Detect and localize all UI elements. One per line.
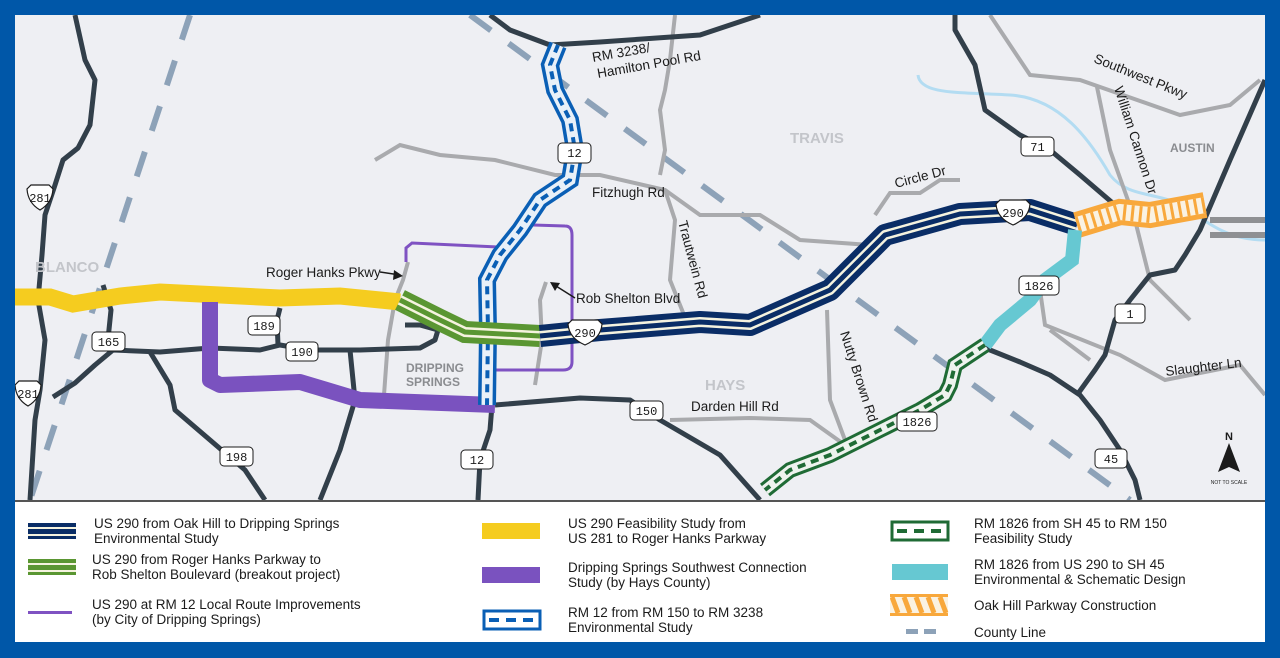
legend-item-local-route: US 290 at RM 12 Local Route Improvements… bbox=[28, 597, 361, 627]
svg-text:1: 1 bbox=[1126, 308, 1133, 322]
svg-text:1826: 1826 bbox=[1025, 280, 1054, 294]
svg-text:NOT TO SCALE: NOT TO SCALE bbox=[1211, 480, 1248, 486]
rob-shelton-arrow-icon bbox=[555, 285, 576, 299]
rm-1826-shield-north: 1826 bbox=[1018, 275, 1060, 296]
road-label-nutty-brown: Nutty Brown Rd bbox=[837, 329, 880, 424]
legend-swatch-green-dashed-box-icon bbox=[890, 520, 950, 542]
sh-45-shield: 45 bbox=[1094, 448, 1128, 469]
us-290-shield-east: 290 bbox=[995, 199, 1031, 226]
loop-1-shield: 1 bbox=[1114, 303, 1146, 324]
svg-text:N: N bbox=[1225, 431, 1233, 443]
county-label-hays: HAYS bbox=[705, 377, 745, 394]
southwest-connection-route bbox=[202, 302, 496, 413]
road-label-rob-shelton: Rob Shelton Blvd bbox=[576, 291, 680, 306]
legend-swatch-yellow-icon bbox=[482, 523, 540, 539]
legend-swatch-blue-dashed-box-icon bbox=[482, 609, 542, 631]
legend-item-us290-oak-hill: US 290 from Oak Hill to Dripping Springs… bbox=[28, 516, 339, 546]
svg-text:281: 281 bbox=[17, 388, 39, 402]
oak-hill-construction-route bbox=[1073, 192, 1208, 238]
road-label-circle-dr: Circle Dr bbox=[893, 163, 948, 191]
rm-198-shield: 198 bbox=[219, 446, 254, 467]
local-roads bbox=[373, 15, 1265, 447]
legend-item-southwest-connection: Dripping Springs Southwest Connection St… bbox=[482, 560, 807, 590]
county-label-blanco: BLANCO bbox=[35, 259, 99, 276]
legend-item-rm12-env: RM 12 from RM 150 to RM 3238 Environment… bbox=[482, 605, 763, 635]
road-label-trautwein: Trautwein Rd bbox=[675, 219, 710, 300]
north-arrow-icon: N NOT TO SCALE bbox=[1211, 431, 1248, 486]
svg-text:1826: 1826 bbox=[903, 416, 932, 430]
legend-item-rm1826-feasibility: RM 1826 from SH 45 to RM 150 Feasibility… bbox=[890, 516, 1167, 546]
legend-swatch-purple-thin-line-icon bbox=[28, 611, 72, 614]
rm-190-shield: 190 bbox=[285, 341, 319, 362]
rm-189-shield: 189 bbox=[247, 315, 281, 336]
legend-swatch-purple-icon bbox=[482, 567, 540, 583]
legend-swatch-navy-triple-line-icon bbox=[28, 523, 76, 539]
svg-text:198: 198 bbox=[226, 451, 248, 465]
rm-1826-shield-south: 1826 bbox=[896, 411, 938, 432]
sh-71-shield: 71 bbox=[1020, 136, 1055, 157]
legend-swatch-cyan-icon bbox=[892, 564, 948, 580]
rm-12-shield-north: 12 bbox=[557, 142, 592, 164]
road-label-slaughter: Slaughter Ln bbox=[1165, 355, 1243, 379]
us-281-shield-top: 281 bbox=[26, 184, 54, 211]
city-label-dripping-springs-1: DRIPPING bbox=[406, 361, 464, 375]
road-label-fitzhugh: Fitzhugh Rd bbox=[592, 185, 665, 200]
state-highways bbox=[27, 15, 1265, 500]
svg-text:12: 12 bbox=[470, 454, 484, 468]
county-label-travis: TRAVIS bbox=[790, 130, 844, 147]
svg-text:290: 290 bbox=[574, 327, 596, 341]
us290-breakout-route bbox=[395, 290, 541, 347]
svg-text:189: 189 bbox=[253, 320, 275, 334]
us-290-shield-west: 290 bbox=[567, 319, 603, 346]
legend-item-us290-feasibility: US 290 Feasibility Study from US 281 to … bbox=[482, 516, 766, 546]
us290-feasibility-route bbox=[15, 283, 401, 313]
svg-text:190: 190 bbox=[291, 346, 313, 360]
svg-text:12: 12 bbox=[567, 147, 581, 161]
svg-text:281: 281 bbox=[29, 192, 51, 206]
rm-12-shield-south: 12 bbox=[460, 449, 494, 470]
county-line-east bbox=[468, 15, 1132, 500]
map-canvas: BLANCO TRAVIS HAYS DRIPPING SPRINGS AUST… bbox=[15, 15, 1265, 500]
us-281-shield-bottom: 281 bbox=[15, 380, 42, 407]
rm-150-shield: 150 bbox=[629, 400, 664, 421]
legend-swatch-county-line-dashed-icon bbox=[906, 629, 936, 634]
svg-text:71: 71 bbox=[1030, 141, 1044, 155]
svg-text:150: 150 bbox=[636, 405, 658, 419]
legend-item-us290-breakout: US 290 from Roger Hanks Parkway to Rob S… bbox=[28, 552, 340, 582]
city-label-austin: AUSTIN bbox=[1170, 141, 1215, 155]
county-line-west bbox=[27, 15, 193, 500]
project-map: BLANCO TRAVIS HAYS DRIPPING SPRINGS AUST… bbox=[15, 15, 1265, 500]
rm-165-shield: 165 bbox=[91, 331, 126, 352]
rm1826-feasibility-route bbox=[760, 338, 990, 497]
city-label-dripping-springs-2: SPRINGS bbox=[406, 375, 460, 389]
rob-shelton-arrowhead-icon bbox=[550, 282, 560, 291]
rm12-environmental-route bbox=[477, 41, 585, 406]
legend-item-county-line: County Line bbox=[890, 621, 1046, 643]
svg-text:290: 290 bbox=[1002, 207, 1024, 221]
legend-item-rm1826-env: RM 1826 from US 290 to SH 45 Environment… bbox=[890, 557, 1186, 587]
us290-environmental-route bbox=[538, 199, 1081, 347]
road-label-roger-hanks: Roger Hanks Pkwy bbox=[266, 265, 381, 280]
svg-text:165: 165 bbox=[98, 336, 120, 350]
legend-swatch-orange-hatched-icon bbox=[890, 594, 949, 616]
legend-swatch-green-triple-line-icon bbox=[28, 559, 76, 575]
svg-text:45: 45 bbox=[1104, 453, 1118, 467]
road-label-darden-hill: Darden Hill Rd bbox=[691, 399, 779, 414]
road-label-southwest-pkwy: Southwest Pkwy bbox=[1092, 51, 1190, 102]
local-route-improvements bbox=[404, 223, 574, 372]
legend: US 290 from Oak Hill to Dripping Springs… bbox=[15, 500, 1265, 642]
roger-hanks-arrowhead-icon bbox=[393, 270, 403, 280]
legend-item-oak-hill-construction: Oak Hill Parkway Construction bbox=[890, 594, 1156, 616]
